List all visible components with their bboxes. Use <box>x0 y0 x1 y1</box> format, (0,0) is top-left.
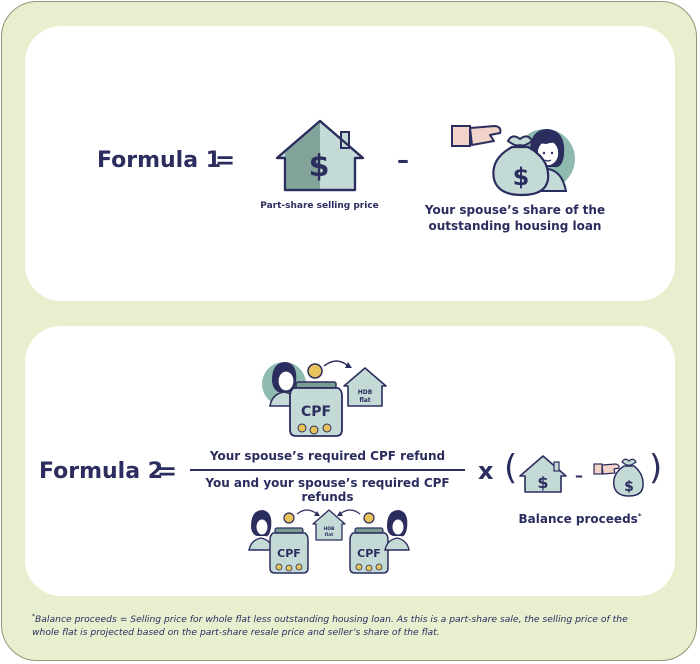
balance-caption-mark: * <box>637 512 642 520</box>
hdb-small-line1: HDB <box>324 526 336 532</box>
house-icon: $ <box>275 119 365 192</box>
spouse-caption-line2: outstanding housing loan <box>428 219 602 233</box>
close-paren: ) <box>649 448 663 488</box>
formula2-equals: = <box>157 457 178 485</box>
open-paren: ( <box>504 448 518 488</box>
right-jar-label: CPF <box>357 547 381 560</box>
formula1-label: Formula 1 <box>97 148 222 173</box>
cpf-jar-label: CPF <box>301 404 331 420</box>
hdb-small-line2: flat <box>325 532 334 538</box>
spouse-money-bag-illustration: $ <box>451 125 575 197</box>
formula1-panel: Formula 1 = $ Part-share selling price –… <box>25 26 675 301</box>
balance-caption-text: Balance proceeds <box>518 512 638 526</box>
formula2-label: Formula 2 <box>39 459 164 484</box>
formula1-equals: = <box>215 146 236 174</box>
bag-dollar-label: $ <box>513 163 530 191</box>
fraction-denominator: You and your spouse’s required CPF refun… <box>205 476 450 504</box>
couple-cpf-jars-illustration: CPF HDB flat CPF <box>248 509 410 574</box>
times-sign: x <box>478 457 494 485</box>
footnote-mark: * <box>32 613 35 620</box>
small-bag-dollar: $ <box>624 479 634 495</box>
dollar-sign-label: $ <box>309 149 330 184</box>
small-house-dollar: $ <box>537 473 548 492</box>
spouse-caption: Your spouse’s share of the outstanding h… <box>415 202 615 234</box>
house-caption: Part-share selling price <box>260 201 379 211</box>
balance-caption: Balance proceeds* <box>505 508 655 527</box>
spouse-cpf-jar-illustration: CPF HDB flat <box>262 360 387 437</box>
small-money-bag-icon: $ <box>593 458 644 497</box>
footnote: *Balance proceeds = Selling price for wh… <box>32 610 632 639</box>
formula2-panel: Formula 2 = CPF HDB flat Your spouse’s r… <box>25 326 675 596</box>
fraction-numerator: Your spouse’s required CPF refund <box>209 449 446 463</box>
formula2-minus: – <box>575 466 583 485</box>
fraction-bar <box>190 469 465 471</box>
hdb-label-line2: flat <box>359 397 370 404</box>
spouse-caption-line1: Your spouse’s share of the <box>424 203 606 217</box>
hdb-label-line1: HDB <box>358 389 373 396</box>
formula1-minus: – <box>397 146 409 174</box>
footnote-text: Balance proceeds = Selling price for who… <box>32 614 628 639</box>
left-jar-label: CPF <box>277 547 301 560</box>
small-house-icon: $ <box>519 455 567 493</box>
